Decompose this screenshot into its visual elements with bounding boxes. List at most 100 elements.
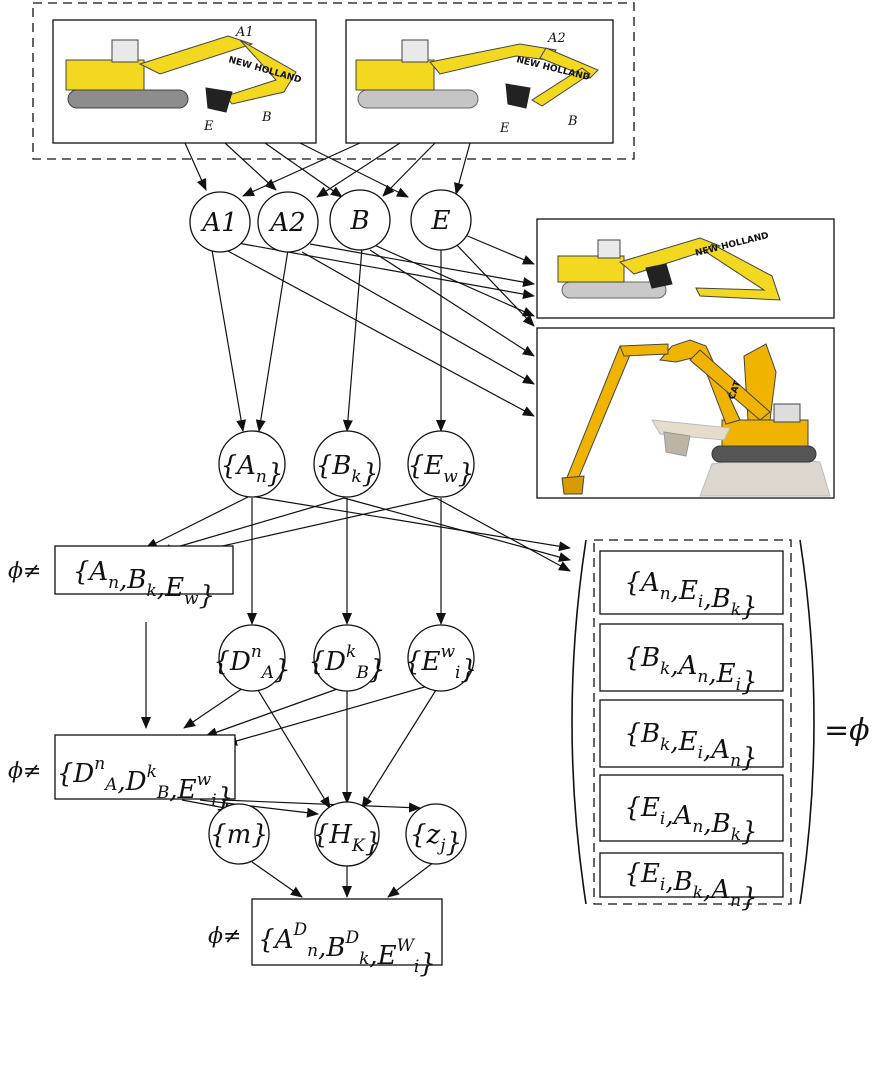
top-left-label-b: B <box>261 110 272 125</box>
permutation-box <box>599 699 784 768</box>
set-e-label: {Ew} <box>408 451 475 489</box>
edge <box>255 249 289 432</box>
z-label: {zj} <box>410 820 462 858</box>
component-nodes: A1 A2 B E <box>189 189 472 253</box>
math-text: {Bk} <box>316 451 379 489</box>
math-text: {DnA} <box>213 642 290 685</box>
d-b-label: {DkB} <box>309 642 386 685</box>
node-e-i <box>407 624 475 692</box>
e-i-label: {Ewi} <box>405 642 477 685</box>
top-image-right: NEW HOLLAND A2 E B <box>345 19 614 144</box>
node-a2-label: A2 <box>268 208 305 238</box>
edge <box>221 799 421 813</box>
node-set-a <box>218 430 286 498</box>
permutation-label: {Bk,An,Ei} <box>624 643 757 697</box>
math-text: {An,Bk,Ew} <box>73 557 215 611</box>
param-nodes: {m} {HK} {zj} <box>208 801 467 867</box>
node-a1 <box>189 191 251 253</box>
node-a1-label: A1 <box>200 208 237 238</box>
node-a2 <box>257 191 319 253</box>
edge <box>211 249 247 432</box>
set-nodes: {An} {Bk} {Ew} <box>218 430 475 498</box>
node-d-b <box>313 624 381 692</box>
permutation-label: {An,Ei,Bk} <box>624 568 757 622</box>
permutation-box <box>599 852 784 898</box>
node-e <box>410 189 472 251</box>
math-text: {HK} <box>313 820 381 858</box>
edge <box>224 142 277 191</box>
final-set-label: {ADn,BDk,EWi} <box>258 920 436 979</box>
edge <box>361 689 437 809</box>
edge <box>316 142 401 198</box>
top-left-label-e: E <box>203 119 214 134</box>
edge <box>454 142 471 195</box>
edge <box>299 142 409 198</box>
node-b <box>329 189 391 251</box>
edge <box>145 495 251 549</box>
edge <box>457 231 535 265</box>
math-text: {Ei,Bk,An} <box>624 859 757 913</box>
combined-d-set-prefix: ϕ≠ <box>8 759 41 784</box>
math-text: {Bk,Ei,An} <box>624 719 757 773</box>
excavator-icon <box>561 339 831 497</box>
right-image-lower: CAT <box>536 327 835 499</box>
edge <box>343 497 571 562</box>
combined-d-set-label: {DnA,DkB,Ewi} <box>57 754 233 813</box>
final-set: ϕ≠ {ADn,BDk,EWi} <box>208 898 443 979</box>
node-z <box>405 803 467 865</box>
excavator-icon <box>355 39 599 109</box>
top-right-label-e: E <box>499 121 510 136</box>
permutation-box <box>599 550 784 615</box>
edge <box>435 497 571 572</box>
combined-set-label: {An,Bk,Ew} <box>73 557 215 611</box>
permutation-box <box>599 774 784 842</box>
permutations-result: =ϕ <box>824 713 870 748</box>
edge <box>387 861 435 898</box>
math-text: {ADn,BDk,EWi} <box>258 920 436 979</box>
permutation-label: {Ei,Bk,An} <box>624 859 757 913</box>
left-parenthesis <box>571 539 587 905</box>
edge <box>199 799 319 818</box>
edge <box>249 495 571 552</box>
edge <box>369 249 535 357</box>
node-set-b <box>313 430 381 498</box>
math-text: {DnA,DkB,Ewi} <box>57 754 233 813</box>
combined-set: ϕ≠ {An,Bk,Ew} <box>8 545 234 611</box>
combined-set-box <box>54 545 234 595</box>
edge <box>453 241 535 327</box>
math-text: {Ewi} <box>405 642 477 685</box>
permutation-box <box>599 623 784 692</box>
combined-set-prefix: ϕ≠ <box>8 559 41 584</box>
permutation-label: {Bk,Ei,An} <box>624 719 757 773</box>
node-h <box>314 801 380 867</box>
math-text: {DkB} <box>309 642 386 685</box>
permutation-frame <box>593 539 792 905</box>
math-text: {Bk,An,Ei} <box>624 643 757 697</box>
edge <box>183 685 247 729</box>
math-text: {An,Ei,Bk} <box>624 568 757 622</box>
edge <box>251 861 303 898</box>
edge <box>225 685 429 746</box>
permutation-group: {An,Ei,Bk} {Bk,An,Ei} {Bk,Ei,An} {Ei,An,… <box>571 539 870 913</box>
top-left-label-a1: A1 <box>235 25 254 40</box>
excavator-icon <box>65 35 297 113</box>
d-nodes: {DnA} {DkB} {Ewi} <box>213 624 477 692</box>
node-m <box>208 803 270 865</box>
math-text: {An} <box>221 451 284 489</box>
math-text: {m} <box>210 820 268 850</box>
node-b-label: B <box>349 206 369 236</box>
set-a-label: {An} <box>221 451 284 489</box>
top-images-frame <box>32 2 635 160</box>
edge <box>225 249 535 417</box>
edge <box>309 243 535 287</box>
edge <box>301 251 535 385</box>
math-text: {Ei,An,Bk} <box>624 793 757 847</box>
edge <box>242 142 361 197</box>
node-e-label: E <box>431 206 451 236</box>
permutation-label: {Ei,An,Bk} <box>624 793 757 847</box>
final-set-box <box>251 898 443 966</box>
d-a-label: {DnA} <box>213 642 290 685</box>
edge <box>257 689 331 809</box>
